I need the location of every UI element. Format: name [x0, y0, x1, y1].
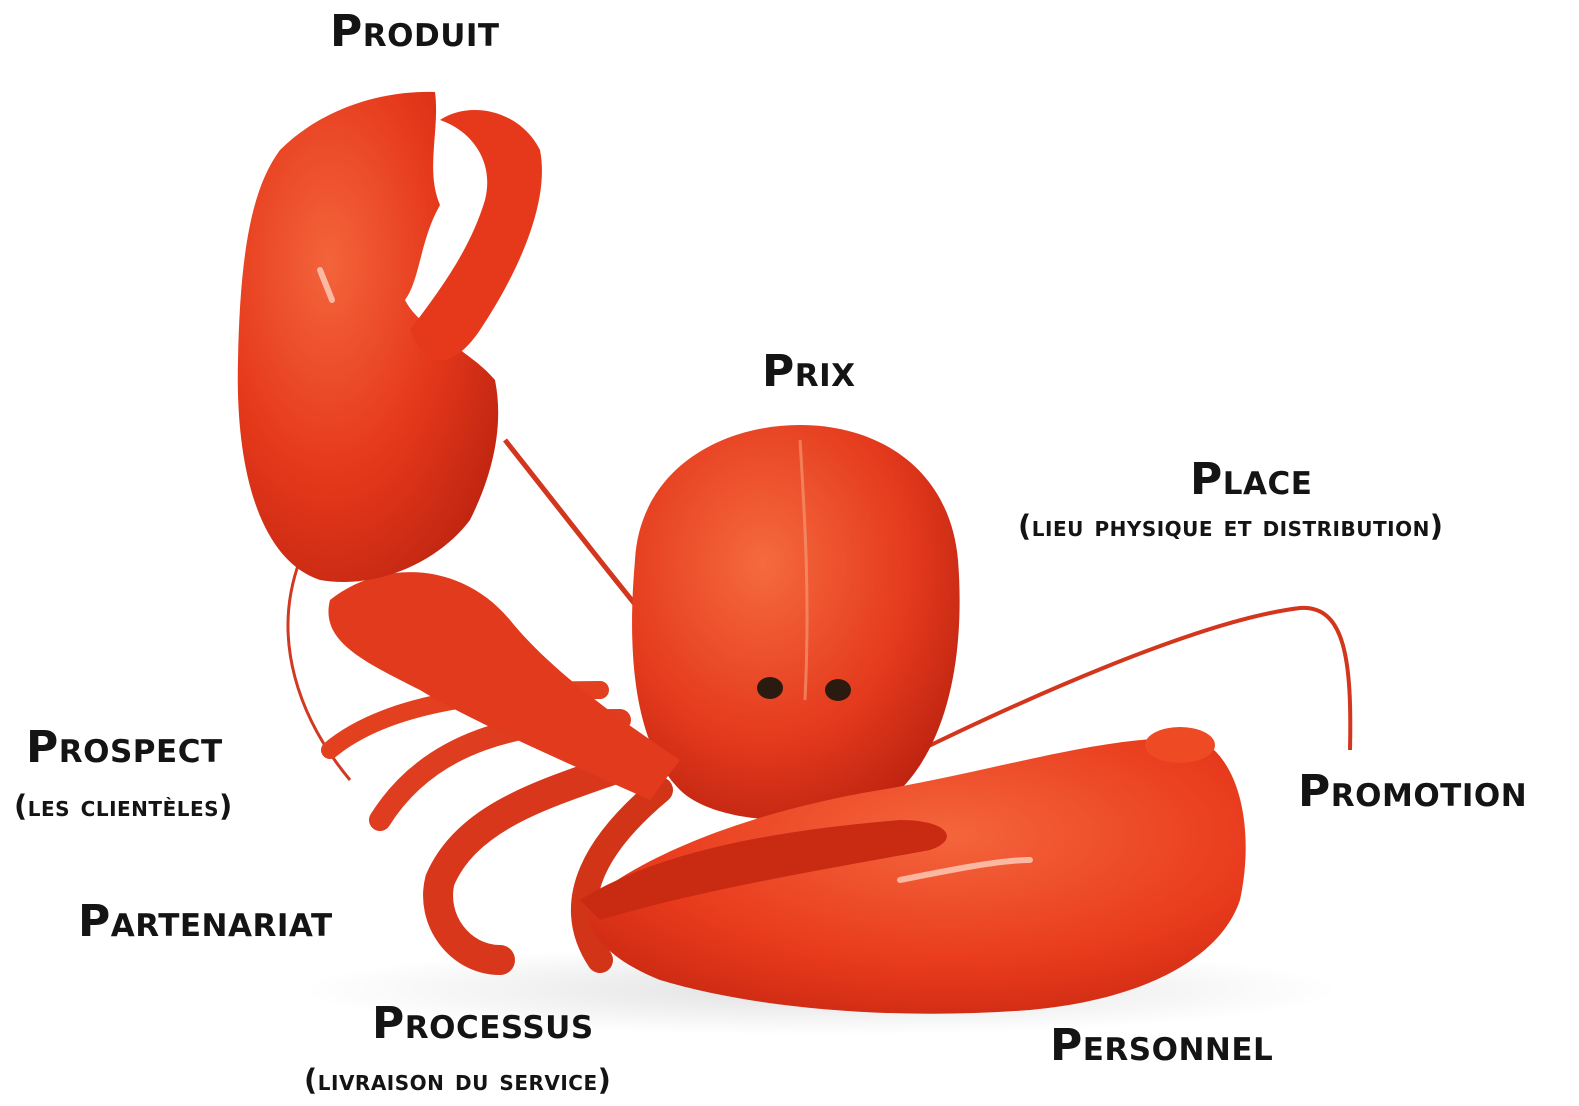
label-produit: Produit — [330, 10, 500, 54]
label-personnel: Personnel — [1050, 1024, 1273, 1068]
label-prix: Prix — [762, 350, 856, 394]
left-arm — [328, 572, 680, 800]
claw-joint — [1145, 727, 1215, 763]
label-prospect: Prospect — [26, 726, 223, 770]
eye-left — [757, 677, 783, 699]
label-processus-sub: (livraison du service) — [304, 1066, 611, 1095]
eye-right — [825, 679, 851, 701]
label-partenariat: Partenariat — [78, 900, 333, 944]
label-processus: Processus — [372, 1002, 594, 1046]
label-promotion: Promotion — [1298, 770, 1527, 814]
label-place: Place — [1190, 458, 1312, 502]
label-prospect-sub: (les clientèles) — [14, 792, 233, 821]
label-place-sub: (lieu physique et distribution) — [1018, 512, 1444, 541]
lobster-carapace — [632, 425, 960, 820]
